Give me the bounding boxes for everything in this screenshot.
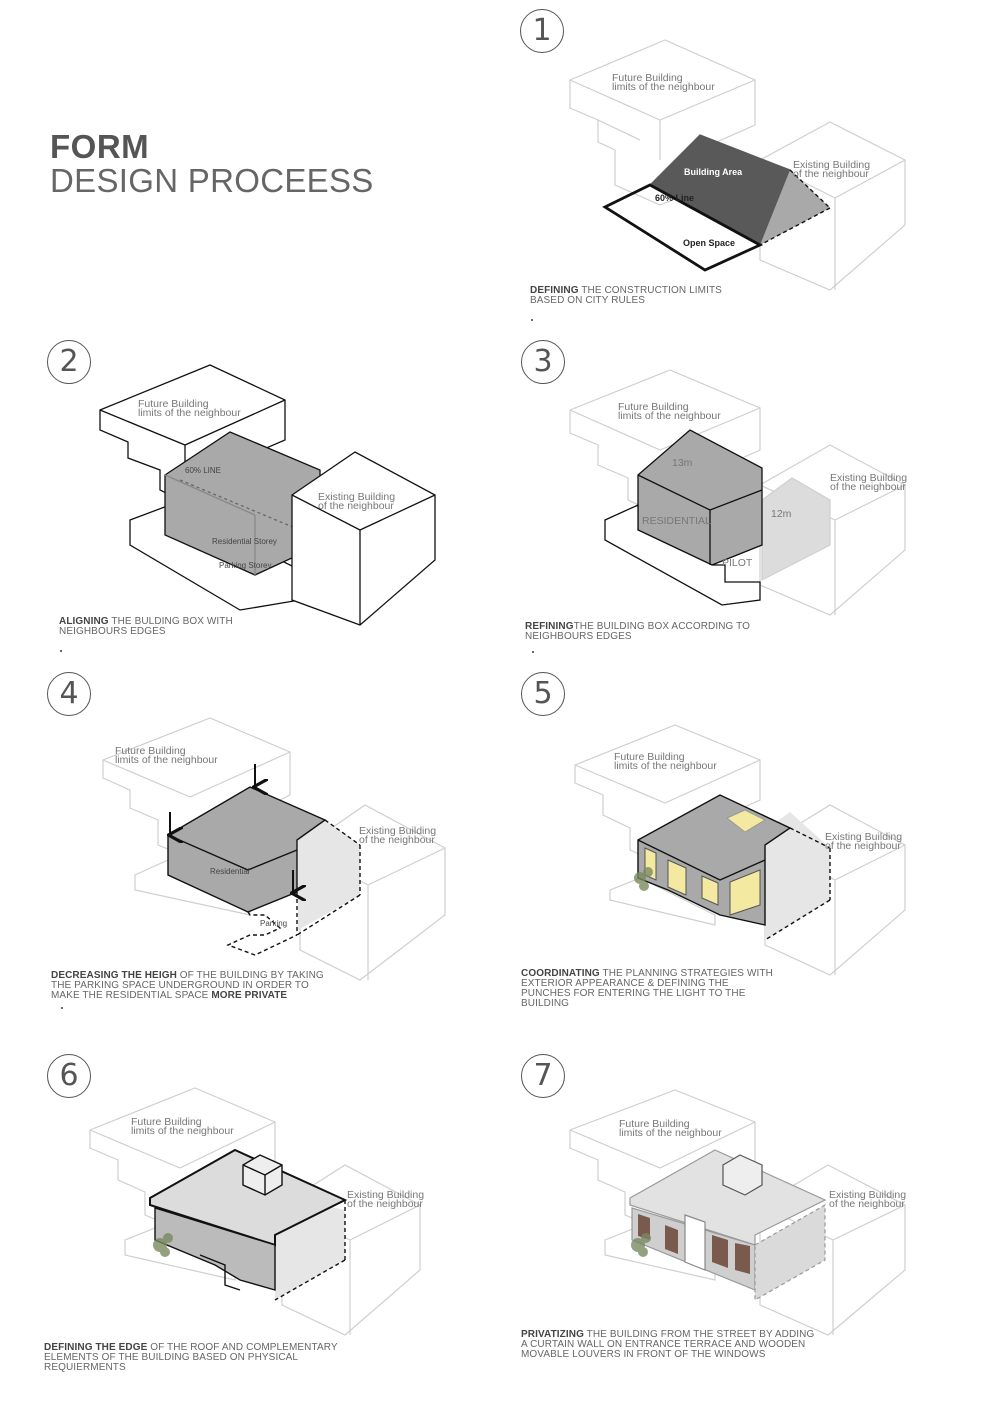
tree-icon xyxy=(153,1233,173,1257)
existing-building-block xyxy=(281,1164,421,1336)
step-3-number: 3 xyxy=(521,340,565,384)
step-6-future-label-2: limits of the neighbour xyxy=(131,1125,234,1137)
sixty-percent-line-label: 60% Line xyxy=(655,193,694,203)
step-2-line-label: 60% LINE xyxy=(185,466,221,475)
existing-building-block xyxy=(759,1164,906,1336)
bullet-dot xyxy=(60,650,62,652)
skylight xyxy=(726,809,767,833)
page-title: FORM DESIGN PROCEESS xyxy=(50,130,374,197)
step-4-existing-label-2: of the neighbour xyxy=(359,834,435,846)
step-5-building xyxy=(637,794,831,941)
step-4-existing-label-1: Existing Building xyxy=(359,825,436,837)
existing-building-block xyxy=(291,451,436,626)
step-4-future-label-1: Future Building xyxy=(115,745,186,757)
pilot-label: PILOT xyxy=(722,557,753,569)
title-line-1: FORM xyxy=(50,128,150,165)
step-3-existing-label-2: of the neighbour xyxy=(830,481,906,493)
window-punch xyxy=(729,869,761,916)
step-4-caption: DECREASING THE HEIGH OF THE BUILDING BY … xyxy=(51,970,324,1001)
step-7-number: 7 xyxy=(521,1054,565,1098)
step-7-building xyxy=(629,1149,827,1302)
curtain-wall xyxy=(684,1214,706,1271)
louver xyxy=(735,1243,750,1274)
step-3-future-label-1: Future Building xyxy=(618,401,689,413)
step-3-building xyxy=(604,429,763,606)
step-2-diagram xyxy=(99,364,436,626)
step-1-number: 1 xyxy=(520,9,564,53)
open-space-label: Open Space xyxy=(683,238,735,248)
roof-slab xyxy=(149,1148,348,1247)
bullet-dot xyxy=(61,1007,63,1009)
existing-building-block xyxy=(759,121,906,291)
step-7-existing-label-2: of the neighbour xyxy=(829,1198,905,1210)
height-13m-label: 13m xyxy=(672,457,693,469)
existing-building-block xyxy=(299,804,446,981)
parking-storey-label: Parking Storey xyxy=(219,561,271,570)
step-2-existing-label-2: of the neighbour xyxy=(318,500,394,512)
step-2-future-label-1: Future Building xyxy=(138,398,209,410)
roof-slab xyxy=(629,1149,827,1246)
bullet-dot xyxy=(531,319,533,321)
step-4-diagram xyxy=(102,717,446,981)
step-1-caption: DEFINING THE CONSTRUCTION LIMITS BASED O… xyxy=(530,285,722,306)
step-5-future-label-1: Future Building xyxy=(614,751,685,763)
step-7-future-label-2: limits of the neighbour xyxy=(619,1127,722,1139)
step-5-caption: COORDINATING THE PLANNING STRATEGIES WIT… xyxy=(521,968,773,1009)
step-4-residential-label: Residential xyxy=(210,867,250,876)
step-1-existing-label-2: of the neighbour xyxy=(793,168,869,180)
step-2-future-label-2: limits of the neighbour xyxy=(138,407,241,419)
step-4-number: 4 xyxy=(47,672,91,716)
step-6-future-label-1: Future Building xyxy=(131,1116,202,1128)
step-4-parking-label: Parking xyxy=(260,919,287,928)
step-2-existing-label-1: Existing Building xyxy=(318,491,395,503)
step-4-future-label-2: limits of the neighbour xyxy=(115,754,218,766)
step-1-future-label-2: limits of the neighbour xyxy=(612,81,715,93)
step-6-number: 6 xyxy=(47,1054,91,1098)
tree-icon xyxy=(631,1233,651,1257)
step-3-residential-label: RESIDENTIAL xyxy=(642,515,711,527)
height-12m-label: 12m xyxy=(771,508,792,520)
building-area-label: Building Area xyxy=(684,167,743,177)
step-6-building xyxy=(149,1148,348,1301)
step-1-future-label-1: Future Building xyxy=(612,72,683,84)
step-5-existing-label-1: Existing Building xyxy=(825,831,902,843)
step-6-existing-label-1: Existing Building xyxy=(347,1189,424,1201)
step-3-diagram xyxy=(569,369,906,616)
louver xyxy=(712,1235,728,1268)
step-6-existing-label-2: of the neighbour xyxy=(347,1198,423,1210)
step-5-number: 5 xyxy=(521,672,565,716)
step-3-existing-label-1: Existing Building xyxy=(830,472,907,484)
tree-icon xyxy=(634,867,653,891)
step-1-diagram xyxy=(569,39,906,291)
existing-building-block xyxy=(764,804,906,976)
step-3-caption: REFININGTHE BUILDING BOX ACCORDING TO NE… xyxy=(525,621,751,642)
title-line-2: DESIGN PROCEESS xyxy=(50,161,374,199)
step-3-future-label-2: limits of the neighbour xyxy=(618,410,721,422)
rooftop-box xyxy=(722,1154,763,1196)
step-4-building xyxy=(168,764,361,956)
step-7-caption: PRIVATIZING THE BUILDING FROM THE STREET… xyxy=(521,1329,815,1360)
step-5-future-label-2: limits of the neighbour xyxy=(614,760,717,772)
bullet-dot xyxy=(532,651,534,653)
residential-storey-label: Residential Storey xyxy=(212,537,277,546)
step-2-caption: ALIGNING THE BULDING BOX WITH NEIGHBOURS… xyxy=(59,616,233,637)
step-7-future-label-1: Future Building xyxy=(619,1118,690,1130)
rooftop-box xyxy=(242,1154,283,1196)
step-6-caption: DEFINING THE EDGE OF THE ROOF AND COMPLE… xyxy=(44,1342,338,1373)
louver xyxy=(665,1225,678,1254)
step-5-existing-label-2: of the neighbour xyxy=(825,840,901,852)
step-7-existing-label-1: Existing Building xyxy=(829,1189,906,1201)
step-1-existing-label-1: Existing Building xyxy=(793,159,870,171)
window-punch xyxy=(667,859,687,896)
step-2-number: 2 xyxy=(47,340,91,384)
window-punch xyxy=(701,875,719,906)
